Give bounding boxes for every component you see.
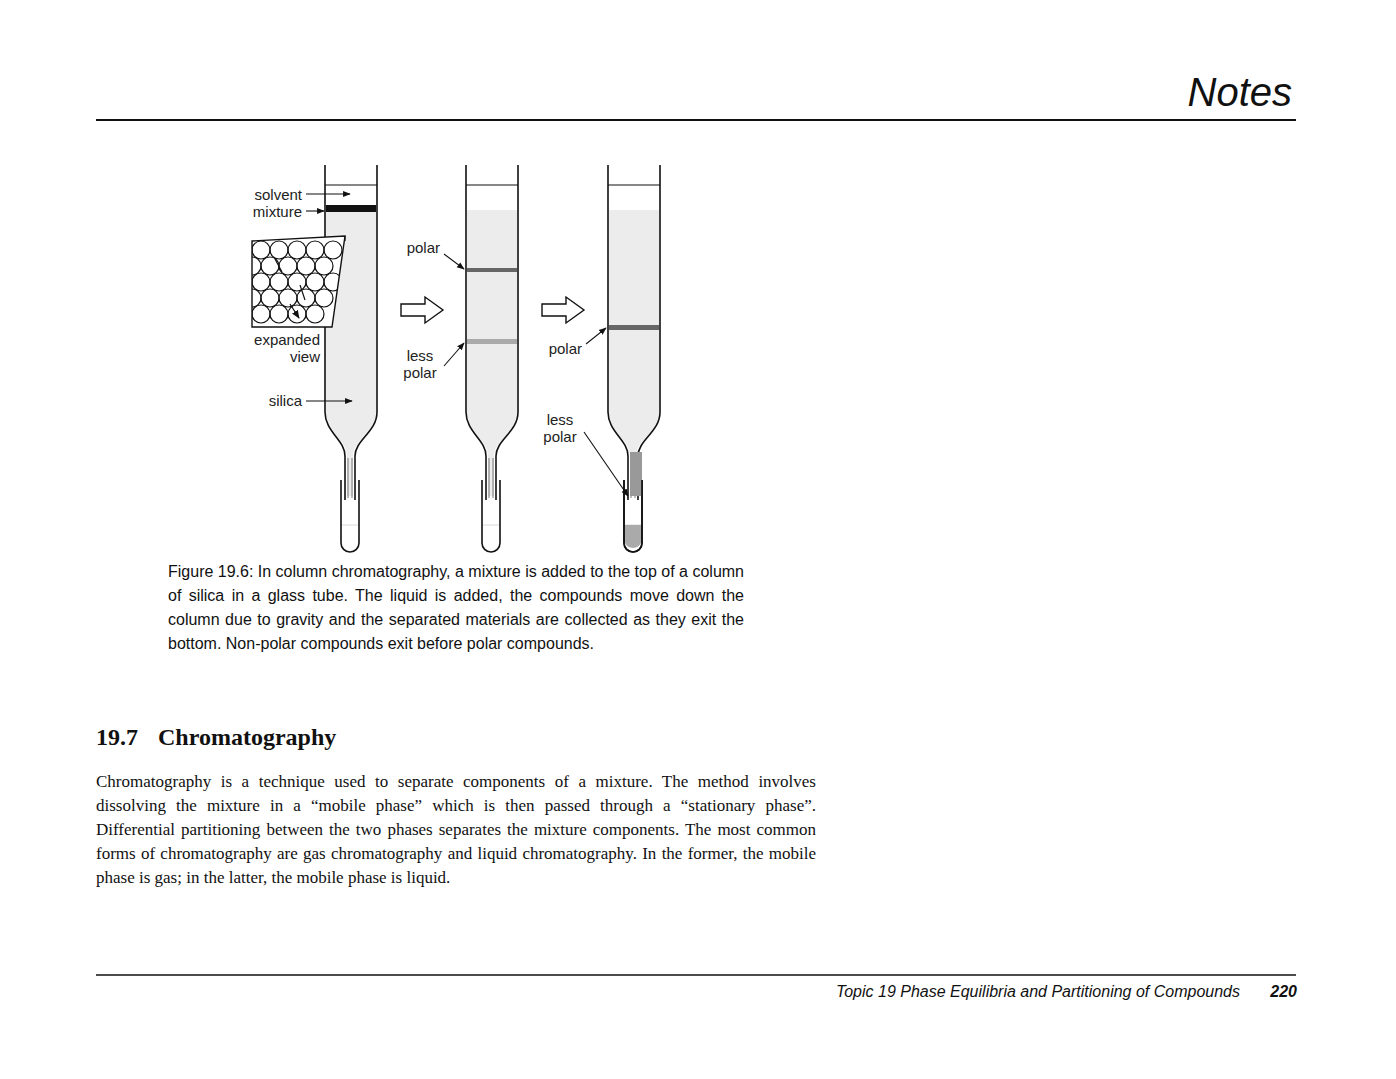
column-1 — [325, 165, 377, 552]
figure-label: silica — [236, 392, 302, 409]
running-footer: Topic 19 Phase Equilibria and Partitioni… — [640, 982, 1240, 1002]
page-header: Notes — [900, 68, 1292, 116]
leader-line — [444, 254, 464, 269]
body-paragraph: Chromatography is a technique used to se… — [96, 770, 816, 890]
leader-line — [586, 328, 606, 344]
section-heading: 19.7 Chromatography — [96, 722, 796, 752]
collection-tube — [624, 480, 642, 552]
step-arrow — [401, 297, 443, 323]
page-number: 220 — [1247, 982, 1297, 1002]
expanded-view — [243, 236, 345, 327]
mixture-band — [326, 205, 376, 212]
solvent-layer — [326, 186, 376, 205]
collected-fraction — [625, 525, 641, 548]
figure-caption: Figure 19.6: In column chromatography, a… — [168, 560, 744, 656]
figure-label: expanded view — [236, 331, 320, 365]
column-3 — [608, 165, 660, 552]
less-polar-band — [467, 339, 517, 344]
figure-label: less polar — [398, 347, 442, 381]
polar-band — [467, 268, 517, 272]
figure-label: solvent — [230, 186, 302, 203]
leader-line — [306, 400, 352, 401]
figure-label: polar — [534, 340, 582, 357]
step-arrow — [542, 297, 584, 323]
figure-label: less polar — [538, 411, 582, 445]
less-polar-stem — [630, 452, 642, 496]
leader-line — [306, 210, 324, 211]
figure-label: mixture — [230, 203, 302, 220]
header-rule — [96, 119, 1296, 121]
column-2 — [466, 165, 518, 552]
footer-rule — [96, 974, 1296, 976]
leader-line — [584, 432, 628, 496]
polar-band — [609, 325, 659, 330]
leader-line — [306, 193, 350, 194]
figure-label: polar — [392, 239, 440, 256]
leader-line — [444, 343, 464, 366]
